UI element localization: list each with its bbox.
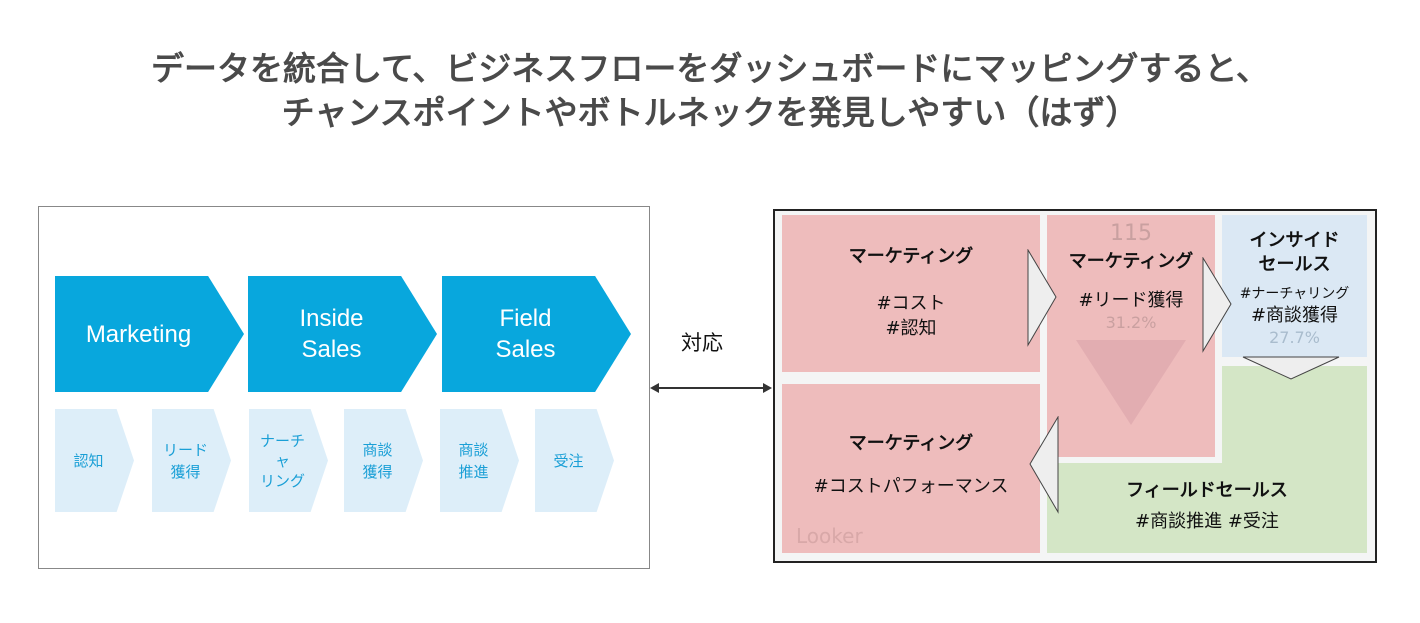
business-flow-panel <box>38 206 650 569</box>
double-arrow-icon <box>650 383 772 393</box>
panel-marketing-cost: マーケティング #コスト #認知 <box>782 215 1040 372</box>
arrow-down-icon <box>1242 356 1340 380</box>
panel-tags: #リード獲得 <box>1078 290 1184 311</box>
step-deal-acquisition: 商談 獲得 <box>344 409 423 512</box>
stage-field-sales: Field Sales <box>442 276 631 392</box>
panel-metric: 31.2% <box>1105 313 1157 332</box>
panel-field-sales: フィールドセールス #商談推進 #受注 <box>1047 463 1367 553</box>
arrow-right-icon <box>1027 249 1057 347</box>
panel-tags-small: #ナーチャリング <box>1239 286 1350 302</box>
mapping-label: 対応 <box>681 331 723 355</box>
panel-heading: インサイド セールス <box>1249 230 1340 275</box>
arrow-right-icon <box>1202 257 1232 353</box>
panel-heading: マーケティング <box>848 433 974 454</box>
panel-heading: マーケティング <box>848 246 974 267</box>
panel-marketing-lead: 115 マーケティング #リード獲得 31.2% <box>1047 215 1215 457</box>
panel-inside-sales: インサイド セールス #ナーチャリング #商談獲得 27.7% <box>1222 215 1367 357</box>
panel-tags: #コスト #認知 <box>876 293 946 339</box>
panel-marketing-performance: マーケティング #コストパフォーマンス <box>782 384 1040 553</box>
funnel-icon <box>1076 340 1186 425</box>
stage-marketing: Marketing <box>55 276 244 392</box>
faint-number: 115 <box>1110 221 1152 246</box>
panel-field-sales-top <box>1222 366 1367 466</box>
panel-tags: #商談獲得 <box>1250 305 1339 326</box>
looker-watermark: Looker <box>796 524 863 548</box>
step-lead-acquisition: リード 獲得 <box>152 409 231 512</box>
title-line-2: チャンスポイントやボトルネックを発見しやすい（はず） <box>281 93 1139 132</box>
step-deal-progress: 商談 推進 <box>440 409 519 512</box>
stage-inside-sales: Inside Sales <box>248 276 437 392</box>
panel-heading: フィールドセールス <box>1126 480 1288 501</box>
panel-tags: #コストパフォーマンス <box>813 476 1009 497</box>
step-awareness: 認知 <box>55 409 134 512</box>
title-line-1: データを統合して、ビジネスフローをダッシュボードにマッピングすると、 <box>150 49 1270 88</box>
panel-metric: 27.7% <box>1269 328 1320 347</box>
step-nurturing: ナーチ ャ リング <box>249 409 328 512</box>
panel-heading: マーケティング <box>1068 251 1194 272</box>
arrow-left-icon <box>1029 416 1059 514</box>
step-order: 受注 <box>535 409 614 512</box>
panel-tags: #商談推進 #受注 <box>1135 511 1279 532</box>
